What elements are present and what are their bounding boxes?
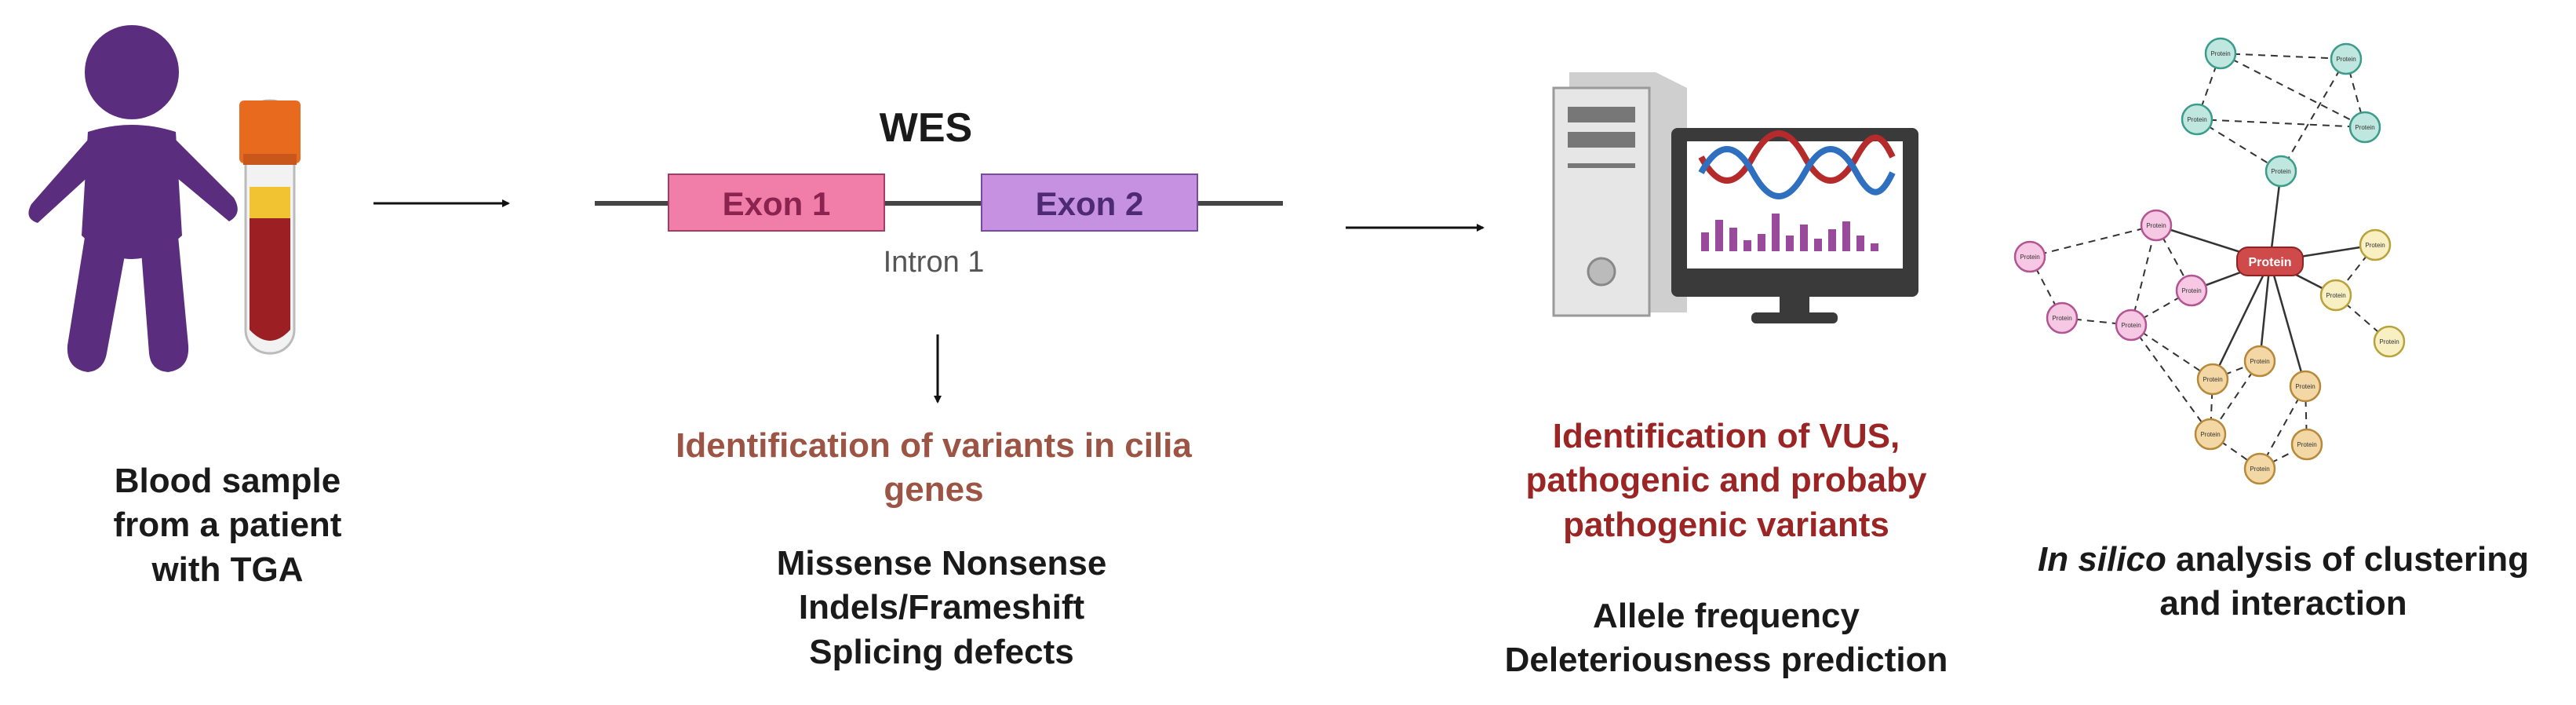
svg-text:Protein: Protein <box>2271 168 2290 175</box>
network-edge-dashed <box>2196 119 2366 128</box>
protein-node: Protein <box>2348 111 2381 144</box>
protein-hub-node: Protein <box>2236 247 2304 276</box>
protein-node: Protein <box>2194 418 2227 451</box>
svg-text:Protein: Protein <box>2250 358 2269 365</box>
computer-icon <box>1552 72 1918 323</box>
network-edge-dashed <box>2130 324 2211 435</box>
protein-node: Protein <box>2289 370 2322 403</box>
patient-icon <box>28 25 238 372</box>
interaction-network: ProteinProteinProteinProteinProteinProte… <box>2013 37 2406 485</box>
svg-text:Protein: Protein <box>2326 292 2345 299</box>
exon2-label: Exon 2 <box>1035 185 1144 222</box>
svg-text:Protein: Protein <box>2355 124 2374 131</box>
step2-details: Missense Nonsense Indels/Frameshift Spli… <box>776 544 1107 671</box>
step3-heading: Identification of VUS, pathogenic and pr… <box>1525 417 1927 544</box>
protein-node: Protein <box>2264 155 2297 188</box>
svg-text:Protein: Protein <box>2146 222 2166 229</box>
protein-node: Protein <box>2243 452 2276 485</box>
svg-text:Protein: Protein <box>2250 466 2269 473</box>
svg-text:Protein: Protein <box>2181 287 2201 294</box>
protein-node: Protein <box>2373 325 2406 358</box>
svg-text:Protein: Protein <box>2187 116 2206 123</box>
svg-text:Protein: Protein <box>2248 256 2291 269</box>
protein-node: Protein <box>2330 42 2363 75</box>
protein-node: Protein <box>2115 309 2148 342</box>
protein-node: Protein <box>2140 209 2173 242</box>
svg-text:Protein: Protein <box>2336 56 2356 63</box>
network-edge-dashed <box>2280 58 2347 172</box>
step2-heading: Identification of variants in cilia gene… <box>676 426 1192 510</box>
svg-text:Protein: Protein <box>2295 383 2315 390</box>
step4-caption: In silico analysis of clustering and int… <box>2038 540 2529 623</box>
step1-caption: Blood sample from a patient with TGA <box>113 462 342 589</box>
network-edge-dashed <box>2029 225 2157 258</box>
protein-node: Protein <box>2196 363 2229 396</box>
protein-node: Protein <box>2175 274 2208 307</box>
network-edge-dashed <box>2130 225 2157 326</box>
protein-node: Protein <box>2290 428 2323 461</box>
protein-node: Protein <box>2204 37 2237 70</box>
network-edge-dashed <box>2220 53 2347 60</box>
protein-node: Protein <box>2319 279 2352 312</box>
svg-text:Protein: Protein <box>2200 431 2220 438</box>
svg-text:Protein: Protein <box>2052 315 2071 322</box>
wes-title: WES <box>879 105 973 151</box>
network-edge-dashed <box>2196 119 2282 172</box>
network-edge-dashed <box>2130 324 2213 380</box>
network-edge <box>2211 261 2272 380</box>
network-edge <box>2258 261 2272 362</box>
svg-text:Protein: Protein <box>2203 376 2222 383</box>
protein-node: Protein <box>2243 345 2276 378</box>
protein-node: Protein <box>2046 301 2079 334</box>
exon2-box <box>981 174 1198 232</box>
network-edge-dashed <box>2220 53 2366 128</box>
blood-tube-icon <box>239 99 301 355</box>
intron-label: Intron 1 <box>883 246 985 279</box>
step3-details: Allele frequency Deleteriousness predict… <box>1504 597 1948 680</box>
svg-text:Protein: Protein <box>2020 254 2039 261</box>
network-edge <box>2268 261 2307 387</box>
exon1-box <box>668 174 885 232</box>
svg-text:Protein: Protein <box>2365 242 2385 249</box>
in-silico-text: In silico <box>2038 540 2166 579</box>
network-edge-dashed <box>2305 385 2308 445</box>
svg-text:Protein: Protein <box>2210 50 2230 57</box>
protein-node: Protein <box>2181 103 2213 136</box>
exon1-label: Exon 1 <box>722 185 831 222</box>
svg-text:Protein: Protein <box>2121 322 2141 329</box>
svg-text:Protein: Protein <box>2379 338 2399 345</box>
svg-text:Protein: Protein <box>2297 441 2316 448</box>
network-edge-dashed <box>2210 378 2213 435</box>
protein-node: Protein <box>2013 240 2046 273</box>
protein-node: Protein <box>2359 228 2392 261</box>
